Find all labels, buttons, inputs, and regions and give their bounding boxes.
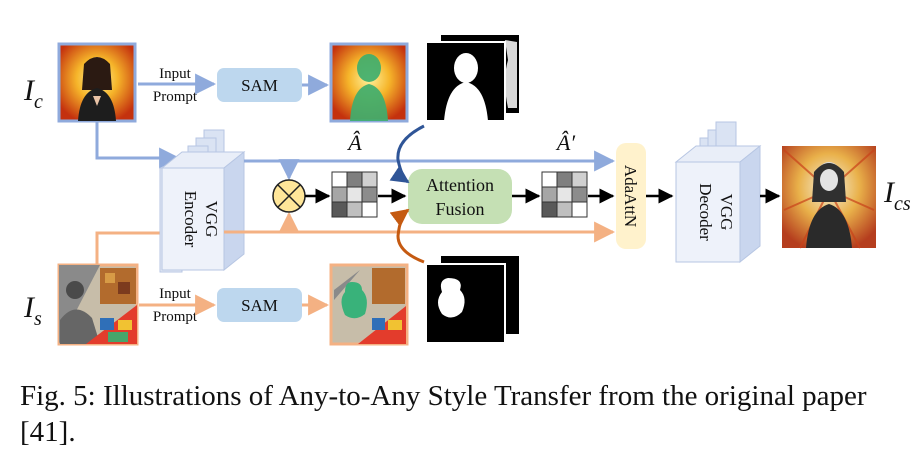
- adaattn-label: AdaAttN: [621, 165, 640, 227]
- content-image: [57, 42, 137, 123]
- style-path-to-encoder: [95, 231, 162, 265]
- multiply-operator: [272, 179, 306, 213]
- attention-label: Attention: [426, 175, 494, 195]
- arrow-style-mask-to-fusion: [389, 208, 425, 264]
- refined-attention-map: [541, 171, 588, 218]
- input-label-bottom: Input: [159, 286, 191, 302]
- sam-label-bottom: SAM: [241, 296, 278, 315]
- style-image: [57, 263, 139, 346]
- fusion-label: Fusion: [435, 199, 484, 219]
- vgg-decoder: [674, 121, 762, 264]
- a-hat-label: Â: [346, 130, 362, 155]
- content-mask-stack: [425, 35, 519, 122]
- is-label: Is: [23, 291, 42, 330]
- stylized-output-image: [782, 146, 876, 249]
- decoder-vgg-label: VGG: [717, 194, 736, 231]
- encoder-label: Encoder: [181, 191, 200, 248]
- input-label-top: Input: [159, 66, 191, 82]
- content-path-to-encoder: [95, 121, 181, 169]
- decoder-label: Decoder: [696, 183, 715, 241]
- ics-label: Ics: [883, 176, 911, 215]
- arrow-content-mask-to-fusion: [389, 124, 425, 184]
- adaattn-box: [616, 143, 646, 249]
- a-hat-prime-label: Â′: [555, 130, 576, 155]
- sam-label-top: SAM: [241, 76, 278, 95]
- segmented-style-image: [329, 263, 409, 346]
- prompt-label-bottom: Prompt: [153, 309, 198, 325]
- ic-label: Ic: [23, 74, 43, 113]
- sam-box-bottom: [217, 288, 302, 322]
- vgg-encoder: [159, 129, 246, 273]
- style-mask-stack: [425, 256, 519, 344]
- attention-fusion-box: [408, 169, 512, 224]
- prompt-label-top: Prompt: [153, 89, 198, 105]
- figure-caption: Fig. 5: Illustrations of Any-to-Any Styl…: [20, 380, 867, 448]
- segmented-content-image: [329, 42, 409, 123]
- encoder-vgg-label: VGG: [202, 201, 221, 238]
- sam-box-top: [217, 68, 302, 102]
- attention-map: [331, 171, 378, 218]
